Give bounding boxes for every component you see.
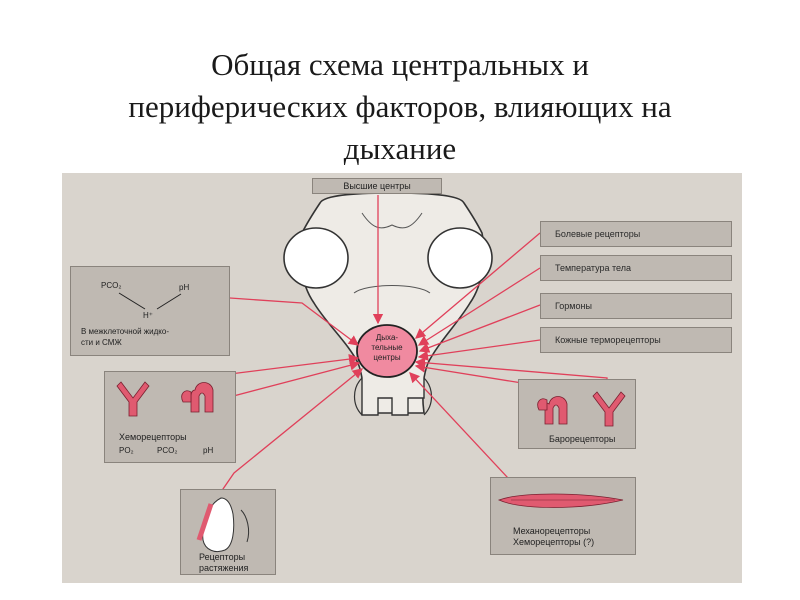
arrow-pain-receptors bbox=[415, 232, 541, 339]
lung-icon bbox=[196, 497, 250, 553]
interstitial-fluid-box: PCO₂ pH H⁺ В межклеточной жидко- сти и С… bbox=[70, 266, 230, 356]
arrow-interstitial bbox=[229, 297, 360, 346]
left-hemisphere bbox=[283, 227, 349, 289]
hormones-box: Гормоны bbox=[540, 293, 732, 319]
chemo-pco2: PCO₂ bbox=[157, 446, 178, 455]
arrow-mechano bbox=[409, 372, 523, 494]
stretch-receptors-box: Рецепторы растяжения bbox=[180, 489, 276, 575]
pain-receptors-box: Болевые рецепторы bbox=[540, 221, 732, 247]
respiratory-center bbox=[356, 324, 418, 378]
brainstem-base bbox=[361, 378, 425, 416]
skin-thermoreceptors-box: Кожные терморецепторы bbox=[540, 327, 732, 353]
diagram-graphics bbox=[141, 192, 608, 506]
center-label-line-2: тельные bbox=[371, 343, 403, 352]
carotid-aortic-bodies bbox=[116, 381, 214, 417]
mechanoreceptors-box: Механорецепторы Хеморецепторы (?) bbox=[490, 477, 636, 555]
arrow-chemo-2 bbox=[221, 360, 361, 400]
right-hemisphere bbox=[427, 227, 493, 289]
h-plus-label: H⁺ bbox=[143, 311, 153, 320]
equilibrium-lines bbox=[118, 292, 182, 310]
slide-title: Общая схема центральных и периферических… bbox=[40, 44, 760, 170]
arrow-hormones bbox=[418, 304, 541, 353]
respiration-diagram: Высшие центры Дыха- тельные центры Болев… bbox=[62, 173, 742, 583]
chemoreceptors-label: Хеморецепторы bbox=[119, 432, 187, 442]
brain-fold-2 bbox=[353, 285, 431, 294]
title-line-3: дыхание bbox=[343, 131, 457, 166]
title-line-1: Общая схема центральных и bbox=[211, 47, 589, 82]
title-line-2: периферических факторов, влияющих на bbox=[128, 89, 672, 124]
pain-receptors-label: Болевые рецепторы bbox=[555, 229, 641, 239]
aortic-arch-icon bbox=[537, 391, 626, 427]
stretch-label-line-1: Рецепторы bbox=[199, 552, 246, 562]
stretch-label-line-2: растяжения bbox=[199, 563, 249, 573]
baroreceptors-box: Барорецепторы bbox=[518, 379, 636, 449]
arrow-skin-thermoreceptors bbox=[417, 339, 541, 361]
brainstem-left-lobe bbox=[353, 377, 363, 416]
skin-thermoreceptors-label: Кожные терморецепторы bbox=[555, 335, 661, 345]
pco2-label: PCO₂ bbox=[101, 281, 122, 290]
higher-centers-label: Высшие центры bbox=[312, 178, 442, 194]
center-label-line-1: Дыха- bbox=[375, 333, 399, 342]
ph-label: pH bbox=[179, 283, 190, 292]
brain-fold-1 bbox=[361, 212, 423, 229]
arrow-body-temperature bbox=[417, 267, 541, 346]
interstitial-label-line-1: В межклеточной жидко- bbox=[81, 327, 169, 336]
chemoreceptors-box: Хеморецепторы PO₂ PCO₂ pH bbox=[104, 371, 236, 463]
chemo-ph: pH bbox=[203, 446, 214, 455]
mechano-label-line-1: Механорецепторы bbox=[513, 526, 591, 536]
center-label: Дыха- тельные центры bbox=[362, 333, 412, 363]
mechano-label-line-2: Хеморецепторы (?) bbox=[513, 537, 595, 547]
chemo-po2: PO₂ bbox=[119, 446, 134, 455]
body-temperature-label: Температура тела bbox=[555, 263, 631, 273]
baroreceptors-label: Барорецепторы bbox=[549, 434, 616, 444]
muscle-icon bbox=[497, 493, 624, 508]
body-temperature-box: Температура тела bbox=[540, 255, 732, 281]
center-label-line-3: центры bbox=[373, 353, 401, 362]
hormones-label: Гормоны bbox=[555, 301, 592, 311]
interstitial-label-line-2: сти и СМЖ bbox=[81, 338, 122, 347]
brainstem-right-lobe bbox=[423, 377, 433, 416]
